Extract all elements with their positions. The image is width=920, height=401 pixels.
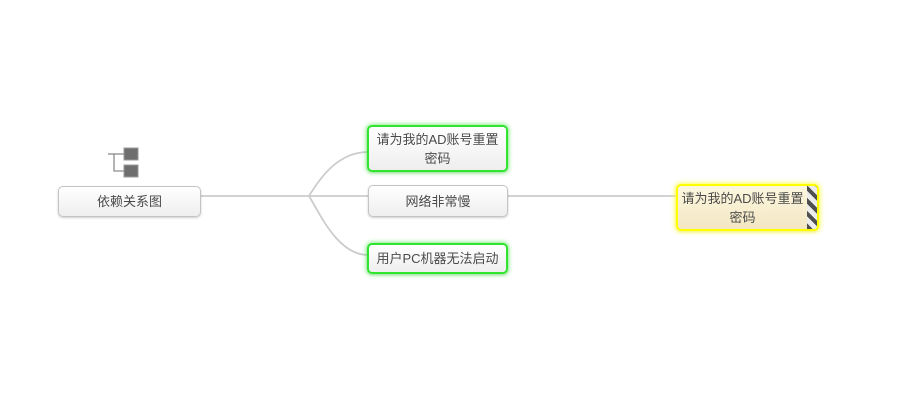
node-issue-pc-boot[interactable]: 用户PC机器无法启动 [367,243,508,274]
node-root-label: 依赖关系图 [96,194,162,209]
hazard-stripe-decoration [807,186,817,229]
node-linked-ad-reset[interactable]: 请为我的AD账号重置密码 [676,184,819,231]
node-issue-network-slow-label: 网络非常慢 [405,193,471,209]
edge-root-child3 [308,195,369,256]
node-issue-pc-boot-label: 用户PC机器无法启动 [376,251,499,266]
node-linked-ad-reset-label: 请为我的AD账号重置密码 [681,190,804,225]
node-issue-ad-reset[interactable]: 请为我的AD账号重置密码 [367,125,508,172]
tree-hierarchy-icon [108,147,139,178]
node-root[interactable]: 依赖关系图 [58,186,201,217]
node-issue-network-slow[interactable]: 网络非常慢 [368,185,508,217]
edge-root-child1 [308,151,369,197]
node-issue-ad-reset-label: 请为我的AD账号重置密码 [376,131,499,166]
